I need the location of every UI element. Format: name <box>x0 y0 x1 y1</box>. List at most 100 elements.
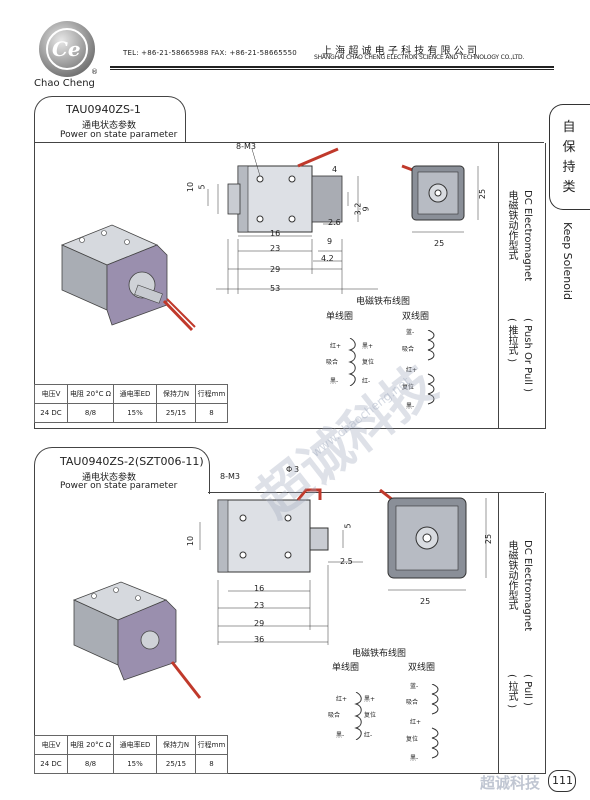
table-header: 保持力N <box>156 384 196 404</box>
s2-double-red-plus: 红+ <box>410 719 422 726</box>
dim-4: 4 <box>332 165 338 174</box>
table-cell: 15% <box>113 403 157 423</box>
section1-side-box <box>498 143 545 428</box>
table-cell: 24 DC <box>34 754 68 774</box>
table-cell: 15% <box>113 754 157 774</box>
table-header: 电压V <box>34 735 68 755</box>
s2-single-coil-symbol <box>354 692 362 740</box>
dim-9b: 9 <box>327 237 333 246</box>
brand-name: Chao Cheng <box>34 78 95 89</box>
single-attract: 吸合 <box>326 359 339 366</box>
dim-label-m3: 8-M3 <box>236 142 256 151</box>
table-header: 行程mm <box>195 735 228 755</box>
registered-mark: ® <box>91 68 98 76</box>
single-black-plus: 黑+ <box>362 343 374 350</box>
double-coil-label: 双线圈 <box>402 312 430 322</box>
section2-topline <box>208 492 544 493</box>
section2-product-image <box>72 581 202 699</box>
section1-sub-cn: 通电状态参数 <box>82 121 137 131</box>
section1-side-type-cn: ( 推拉式 ) <box>506 318 517 363</box>
header: Ce Chao Cheng ® TEL: +86-21-58665988 FAX… <box>0 0 590 95</box>
s2-coil-title: 电磁铁布线图 <box>352 649 407 659</box>
dim-23: 23 <box>270 244 281 253</box>
s2-dim-23: 23 <box>254 601 265 610</box>
side-tab-char: 持 <box>562 160 576 175</box>
page-number-badge <box>548 770 576 792</box>
section2-spec-table: 电压V 电阻 20°C Ω 通电率ED 保持力N 行程mm 24 DC 8/8 … <box>34 735 228 774</box>
table-cell: 25/15 <box>156 403 196 423</box>
table-cell: 8 <box>195 403 228 423</box>
double-attract: 吸合 <box>402 346 415 353</box>
double-red-plus: 红+ <box>406 367 418 374</box>
double-reset: 复位 <box>402 384 415 391</box>
table-cell: 8/8 <box>67 403 114 423</box>
s2-diameter-3: Φ <box>286 465 293 474</box>
page-number: 111 <box>552 774 573 787</box>
double-blue: 蓝- <box>406 329 415 336</box>
section2-sub-cn: 通电状态参数 <box>82 473 137 483</box>
s2-single-coil-label: 单线圈 <box>332 663 360 673</box>
double-black: 黑- <box>406 403 415 410</box>
dim-5: 5 <box>197 184 207 190</box>
logo-text: Ce <box>52 37 81 61</box>
single-red-minus: 红- <box>362 378 371 385</box>
section2-side-cn: 电磁铁动作型式 <box>506 540 517 610</box>
side-tab-label: 自 保 持 类 <box>561 118 577 198</box>
dim-53: 53 <box>270 284 281 293</box>
dim-9: 9 <box>361 206 371 212</box>
section1-bottomline <box>34 142 184 143</box>
section1-spec-table: 电压V 电阻 20°C Ω 通电率ED 保持力N 行程mm 24 DC 8/8 … <box>34 384 228 423</box>
section2-sub-en: Power on state parameter <box>60 481 178 491</box>
s2-dim-36: 36 <box>254 635 265 644</box>
company-en: SHANGHAI CHAO CHENG ELECTRON SCIENCE AND… <box>314 54 525 61</box>
section1-product-image <box>60 224 196 332</box>
section1-sub-en: Power on state parameter <box>60 130 178 140</box>
end-dim-25h: 25 <box>434 239 445 248</box>
s2-dim-2-5: 2.5 <box>340 557 353 566</box>
table-cell: 25/15 <box>156 754 196 774</box>
single-red-plus: 红+ <box>330 343 342 350</box>
dim-16: 16 <box>270 229 281 238</box>
s2-single-red-minus: 红- <box>364 732 373 739</box>
table-cell: 24 DC <box>34 403 68 423</box>
side-tab <box>549 104 590 210</box>
section2-side-en: DC Electromagnet <box>522 540 533 632</box>
s2-dim-16: 16 <box>254 584 265 593</box>
section1-front-drawing <box>207 147 378 294</box>
single-reset: 复位 <box>362 359 375 366</box>
table-header: 行程mm <box>195 384 228 404</box>
table-cell: 8/8 <box>67 754 114 774</box>
s2-dim-29: 29 <box>254 619 265 628</box>
s2-dim-10: 10 <box>186 535 196 547</box>
keep-solenoid-label: Keep Solenoid <box>561 222 575 300</box>
section1-frame <box>34 143 546 429</box>
section1-model: TAU0940ZS-1 <box>66 103 141 116</box>
section2-side-type-cn: ( 拉式 ) <box>506 674 517 709</box>
s2-single-reset: 复位 <box>364 712 377 719</box>
s2-dim-label-m3: 8-M3 <box>220 472 240 481</box>
s2-double-attract: 吸合 <box>406 699 419 706</box>
coil-title: 电磁铁布线图 <box>356 297 411 307</box>
s2-double-black: 黑- <box>410 755 419 762</box>
dim-2-6: 2.6 <box>328 218 341 227</box>
table-header: 电阻 20°C Ω <box>67 735 114 755</box>
table-header: 电压V <box>34 384 68 404</box>
s2-single-black-minus: 黑- <box>336 732 345 739</box>
section2-side-box <box>498 493 545 773</box>
contact-info: TEL: +86-21-58665988 FAX: +86-21-5866555… <box>123 49 297 57</box>
s2-single-attract: 吸合 <box>328 712 341 719</box>
single-coil-label: 单线圈 <box>326 312 354 322</box>
dim-4-2: 4.2 <box>321 254 334 263</box>
section2-side-type-en: ( Pull ) <box>522 674 533 706</box>
section1-side-cn: 电磁铁动作型式 <box>506 190 517 260</box>
section1-side-en: DC Electromagnet <box>522 190 533 282</box>
section2-front-drawing <box>199 488 363 645</box>
header-rule-thin <box>110 69 554 70</box>
table-header: 通电率ED <box>113 735 157 755</box>
table-header: 通电率ED <box>113 384 157 404</box>
side-tab-char: 自 <box>562 120 576 135</box>
table-cell: 8 <box>195 754 228 774</box>
section1-end-view <box>401 164 479 233</box>
table-header: 电阻 20°C Ω <box>67 384 114 404</box>
footer-brand: 超诚科技 <box>480 774 541 792</box>
